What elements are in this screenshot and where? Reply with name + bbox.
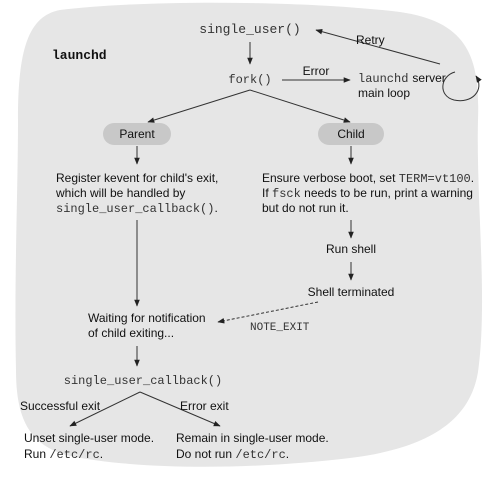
error-desc-line2: Do not run /etc/rc. [176,447,289,462]
error-label: Error [303,64,330,78]
background-blob [15,2,483,467]
diagram-title: launchd [52,48,107,63]
arrow-note-exit [217,301,319,324]
retry-label: Retry [356,33,385,47]
shell-terminated-node: Shell terminated [308,285,395,299]
server-loop-line2: main loop [358,86,410,100]
parent-pill [103,123,171,145]
success-exit-label: Successful exit [20,399,101,413]
arrow-fork-to-child [249,89,351,123]
parent-desc-line3: single_user_callback(). [56,201,218,216]
error-exit-label: Error exit [180,399,229,413]
single-user-node: single_user() [199,22,300,37]
child-desc-line1: Ensure verbose boot, set TERM=vt100. [262,171,474,186]
child-desc-line3: but do not run it. [262,201,349,215]
arrow-fork-to-parent [147,89,251,123]
waiting-line1: Waiting for notification [88,311,206,325]
run-shell-node: Run shell [326,242,376,256]
arrow-retry [315,28,441,65]
parent-desc-line2: which will be handled by [55,186,185,200]
error-desc-line1: Remain in single-user mode. [176,431,329,445]
arrow-callback-to-success [69,391,141,427]
callback-node: single_user_callback() [64,374,222,388]
loop-circle-arrow [442,71,482,102]
child-desc-line2: If fsck needs to be run, print a warning [262,186,473,201]
child-pill [318,123,384,145]
note-exit-label: NOTE_EXIT [250,322,310,334]
parent-desc-line1: Register kevent for child's exit, [56,171,218,185]
waiting-line2: of child exiting... [88,326,174,340]
success-desc-line1: Unset single-user mode. [24,431,154,445]
success-desc-line2: Run /etc/rc. [24,447,103,462]
arrow-callback-to-error [139,391,221,427]
fork-node: fork() [228,73,271,87]
child-label: Child [337,127,364,141]
parent-label: Parent [119,127,155,141]
